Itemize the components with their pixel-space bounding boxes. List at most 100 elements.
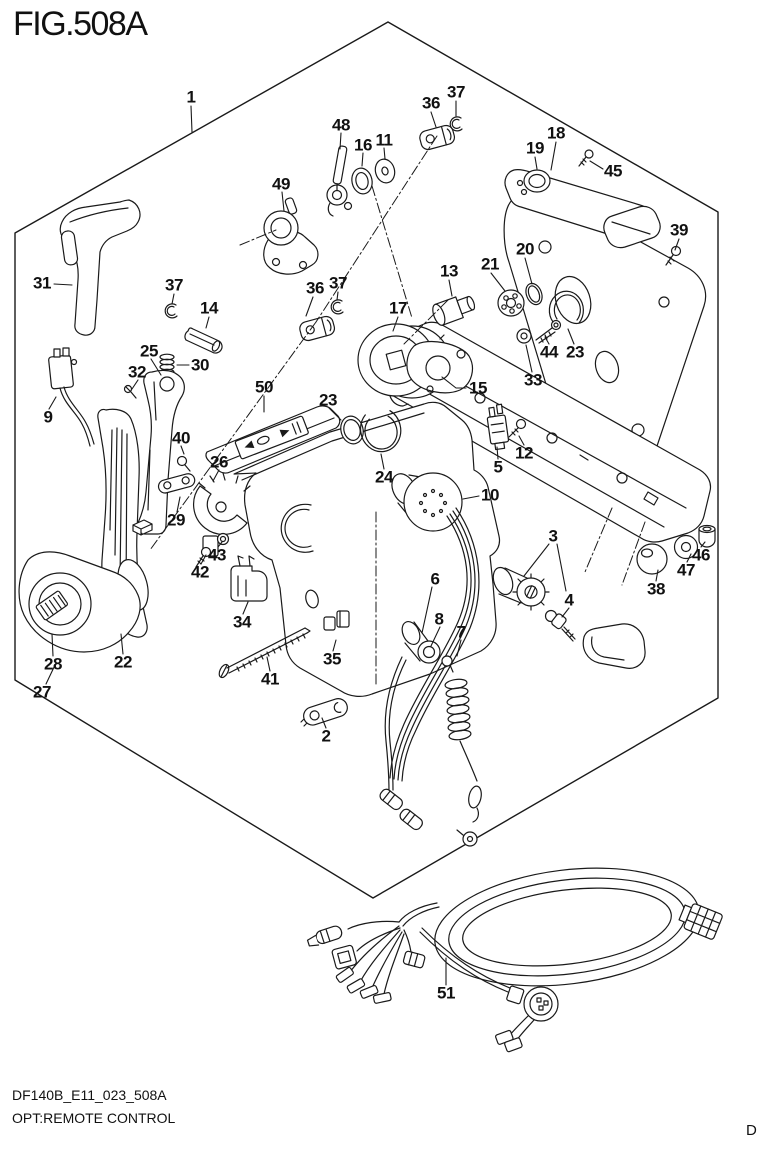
part-callout-27: 27 — [33, 682, 51, 702]
part-callout-47: 47 — [677, 560, 695, 580]
part-callout-28: 28 — [44, 654, 62, 674]
part-callout-43: 43 — [208, 545, 226, 565]
part-callout-18: 18 — [547, 123, 565, 143]
part-callout-36: 36 — [422, 93, 440, 113]
part-link-plate-29 — [157, 473, 196, 494]
part-callout-42: 42 — [191, 562, 209, 582]
part-kill-switch-8 — [401, 621, 441, 664]
part-gear-21 — [497, 289, 525, 317]
part-callout-15: 15 — [469, 378, 487, 398]
part-cring-23-right — [548, 290, 584, 324]
part-callout-45: 45 — [604, 161, 622, 181]
part-grommet-38 — [636, 543, 668, 575]
part-screw-32 — [123, 384, 137, 399]
part-oring-20 — [525, 282, 543, 306]
part-callout-16: 16 — [354, 135, 372, 155]
part-plate-2 — [300, 698, 348, 727]
part-pin-14 — [184, 327, 223, 354]
part-ring-19 — [523, 169, 551, 193]
part-harness-51 — [306, 867, 723, 1053]
part-screw-40 — [176, 455, 191, 472]
part-callout-46: 46 — [692, 545, 710, 565]
part-callout-19: 19 — [526, 138, 544, 158]
part-screw-45 — [578, 149, 594, 167]
part-callout-22: 22 — [114, 652, 132, 672]
part-callout-9: 9 — [43, 407, 53, 427]
part-lever-48 — [326, 145, 353, 217]
part-washer-47 — [673, 534, 699, 560]
part-screw-12 — [508, 418, 527, 438]
part-handle-grip-31 — [59, 199, 141, 336]
part-knob-28 — [28, 572, 92, 636]
part-callout-6: 6 — [430, 569, 440, 589]
part-callout-24: 24 — [375, 467, 393, 487]
part-callout-37: 37 — [447, 82, 465, 102]
part-clamp-34 — [230, 555, 268, 602]
part-eclip-37-middle — [330, 299, 344, 315]
figure-title: FIG.508A — [13, 5, 148, 43]
part-eclip-37-left — [164, 303, 178, 319]
part-callout-8: 8 — [434, 609, 444, 629]
part-washer-11 — [374, 158, 396, 184]
part-key-switch-3 — [492, 566, 550, 611]
part-callout-25: 25 — [140, 341, 158, 361]
part-callout-39: 39 — [670, 220, 688, 240]
assembly-axis-lines — [149, 135, 646, 586]
assembly-border — [14, 21, 719, 899]
part-plate-15 — [406, 340, 473, 394]
part-callout-50: 50 — [255, 377, 273, 397]
part-callout-30: 30 — [191, 355, 209, 375]
part-callout-10: 10 — [481, 485, 499, 505]
part-callout-3: 3 — [548, 526, 558, 546]
part-callout-20: 20 — [516, 239, 534, 259]
part-callout-37: 37 — [165, 275, 183, 295]
part-callout-5: 5 — [493, 457, 503, 477]
part-callout-32: 32 — [128, 362, 146, 382]
part-washer-33 — [516, 328, 532, 344]
drawing-code: DF140B_E11_023_508A — [12, 1087, 167, 1103]
part-cring-24 — [359, 410, 402, 453]
part-callout-48: 48 — [332, 115, 350, 135]
part-key-4 — [544, 609, 576, 642]
part-callout-37: 37 — [329, 273, 347, 293]
part-callout-40: 40 — [172, 428, 190, 448]
part-callout-36: 36 — [306, 278, 324, 298]
part-callout-1: 1 — [186, 87, 196, 107]
part-callout-34: 34 — [233, 612, 251, 632]
part-callout-31: 31 — [33, 273, 51, 293]
part-callout-41: 41 — [261, 669, 279, 689]
part-callout-12: 12 — [515, 443, 533, 463]
part-callout-51: 51 — [437, 983, 455, 1003]
part-screw-44 — [535, 319, 562, 344]
part-callout-23: 23 — [566, 342, 584, 362]
part-nut-43 — [216, 532, 230, 546]
part-callout-13: 13 — [440, 261, 458, 281]
part-screw-39 — [665, 245, 682, 266]
part-eclip-37-top — [449, 116, 463, 132]
part-callout-44: 44 — [540, 342, 558, 362]
part-joint-36-middle — [299, 315, 336, 342]
part-ring-23-left — [340, 415, 364, 445]
part-callout-29: 29 — [167, 510, 185, 530]
kill-switch-wires — [379, 656, 423, 831]
part-switch-9 — [48, 347, 95, 447]
part-bushing-13 — [432, 295, 476, 326]
part-callout-23: 23 — [319, 390, 337, 410]
part-callout-11: 11 — [375, 130, 393, 150]
part-lock-arm-25 — [136, 369, 185, 535]
part-callout-38: 38 — [647, 579, 665, 599]
callout-leader-lines — [45, 100, 706, 986]
part-bracket-49 — [263, 197, 319, 275]
part-joint-36-top — [419, 124, 456, 151]
part-gear-sector-26 — [193, 472, 251, 536]
part-callout-21: 21 — [481, 254, 499, 274]
part-callout-33: 33 — [524, 370, 542, 390]
part-washer-16 — [351, 167, 373, 195]
drawing-caption: OPT:REMOTE CONTROL — [12, 1110, 176, 1126]
part-lanyard-7 — [441, 655, 482, 847]
part-nut-46 — [698, 524, 716, 548]
part-screw-41 — [218, 627, 311, 679]
page-marker: D — [746, 1122, 757, 1139]
